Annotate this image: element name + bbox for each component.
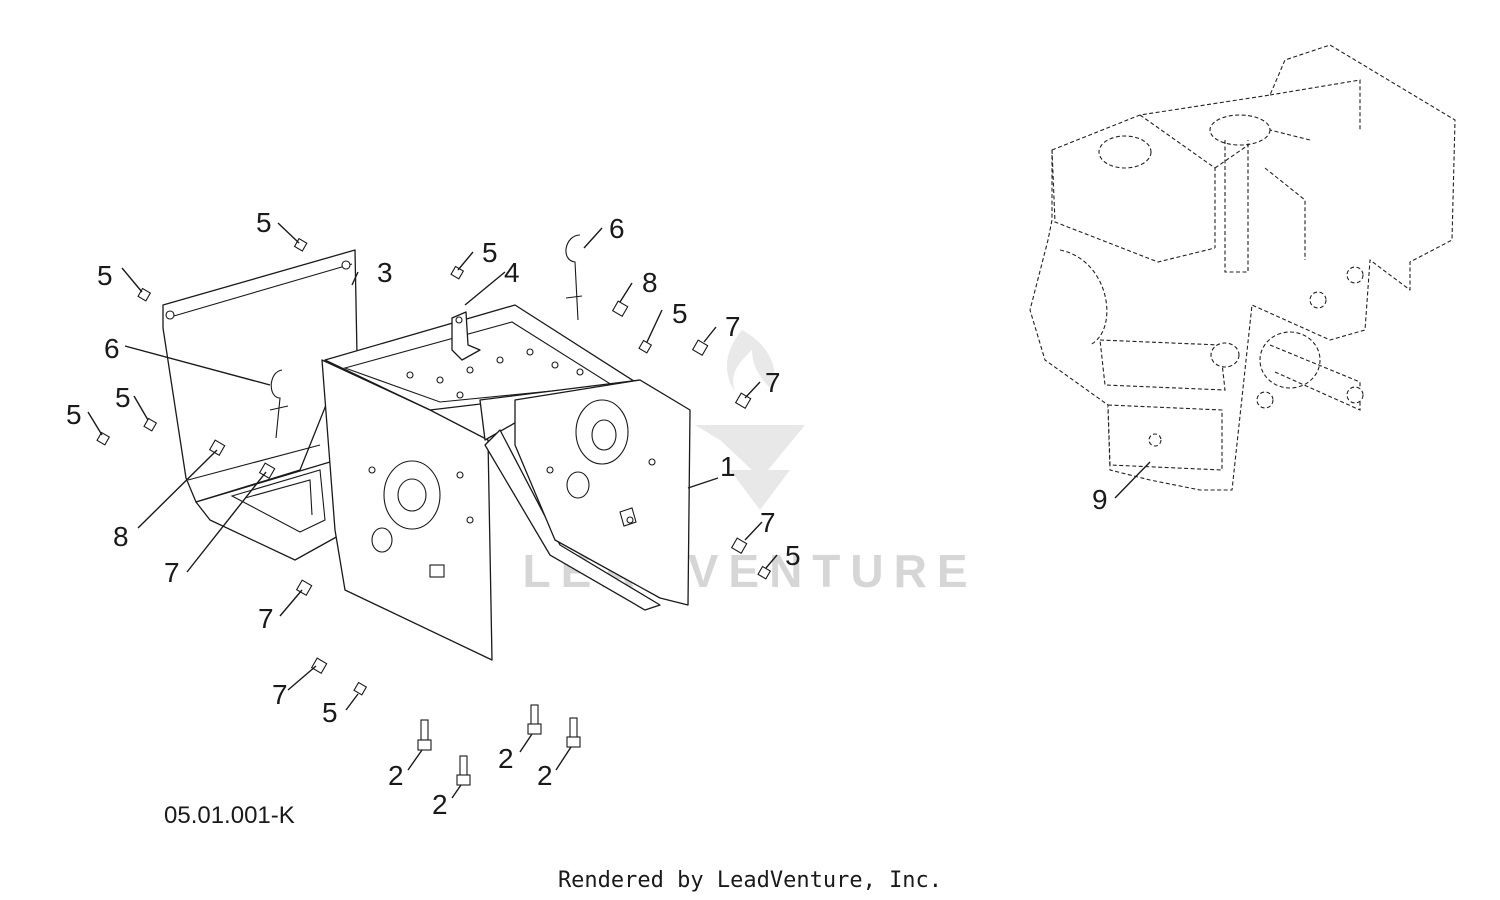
callout-5: 5 <box>322 697 338 728</box>
part-3-shield <box>162 249 358 503</box>
callout-6: 6 <box>609 213 625 244</box>
callout-5: 5 <box>97 260 113 291</box>
base-plate <box>195 461 341 561</box>
callout-5: 5 <box>66 399 82 430</box>
callout-9: 9 <box>1092 484 1108 515</box>
leader-lines <box>87 222 1151 799</box>
callout-7: 7 <box>760 507 776 538</box>
part-6-clip-lower <box>269 369 289 439</box>
part-9-engine <box>1029 44 1456 491</box>
callout-2: 2 <box>537 760 553 791</box>
callout-2: 2 <box>498 743 514 774</box>
callout-2: 2 <box>388 760 404 791</box>
render-credit: Rendered by LeadVenture, Inc. <box>558 868 942 893</box>
callout-7: 7 <box>164 557 180 588</box>
callout-7: 7 <box>272 679 288 710</box>
callout-7: 7 <box>765 367 781 398</box>
part-1-frame <box>321 304 691 661</box>
callout-4: 4 <box>504 257 520 288</box>
callout-8: 8 <box>642 267 658 298</box>
callout-5: 5 <box>672 298 688 329</box>
part-6-clip-upper <box>565 234 583 321</box>
callouts: 1 2 2 2 2 3 4 5 5 5 5 5 5 5 5 6 6 7 7 7 … <box>66 207 1108 820</box>
callout-6: 6 <box>104 333 120 364</box>
diagram-reference-code: 05.01.001-K <box>164 802 295 829</box>
callout-8: 8 <box>113 521 129 552</box>
callout-7: 7 <box>258 603 274 634</box>
watermark-logo-icon <box>695 330 805 510</box>
callout-5: 5 <box>256 207 272 238</box>
callout-5: 5 <box>115 382 131 413</box>
callout-1: 1 <box>720 451 736 482</box>
part-4-bracket <box>451 311 481 361</box>
callout-3: 3 <box>377 257 393 288</box>
callout-7: 7 <box>725 311 741 342</box>
callout-5: 5 <box>482 237 498 268</box>
callout-5: 5 <box>785 540 801 571</box>
callout-2: 2 <box>432 789 448 820</box>
part-2-bolts <box>417 704 581 786</box>
